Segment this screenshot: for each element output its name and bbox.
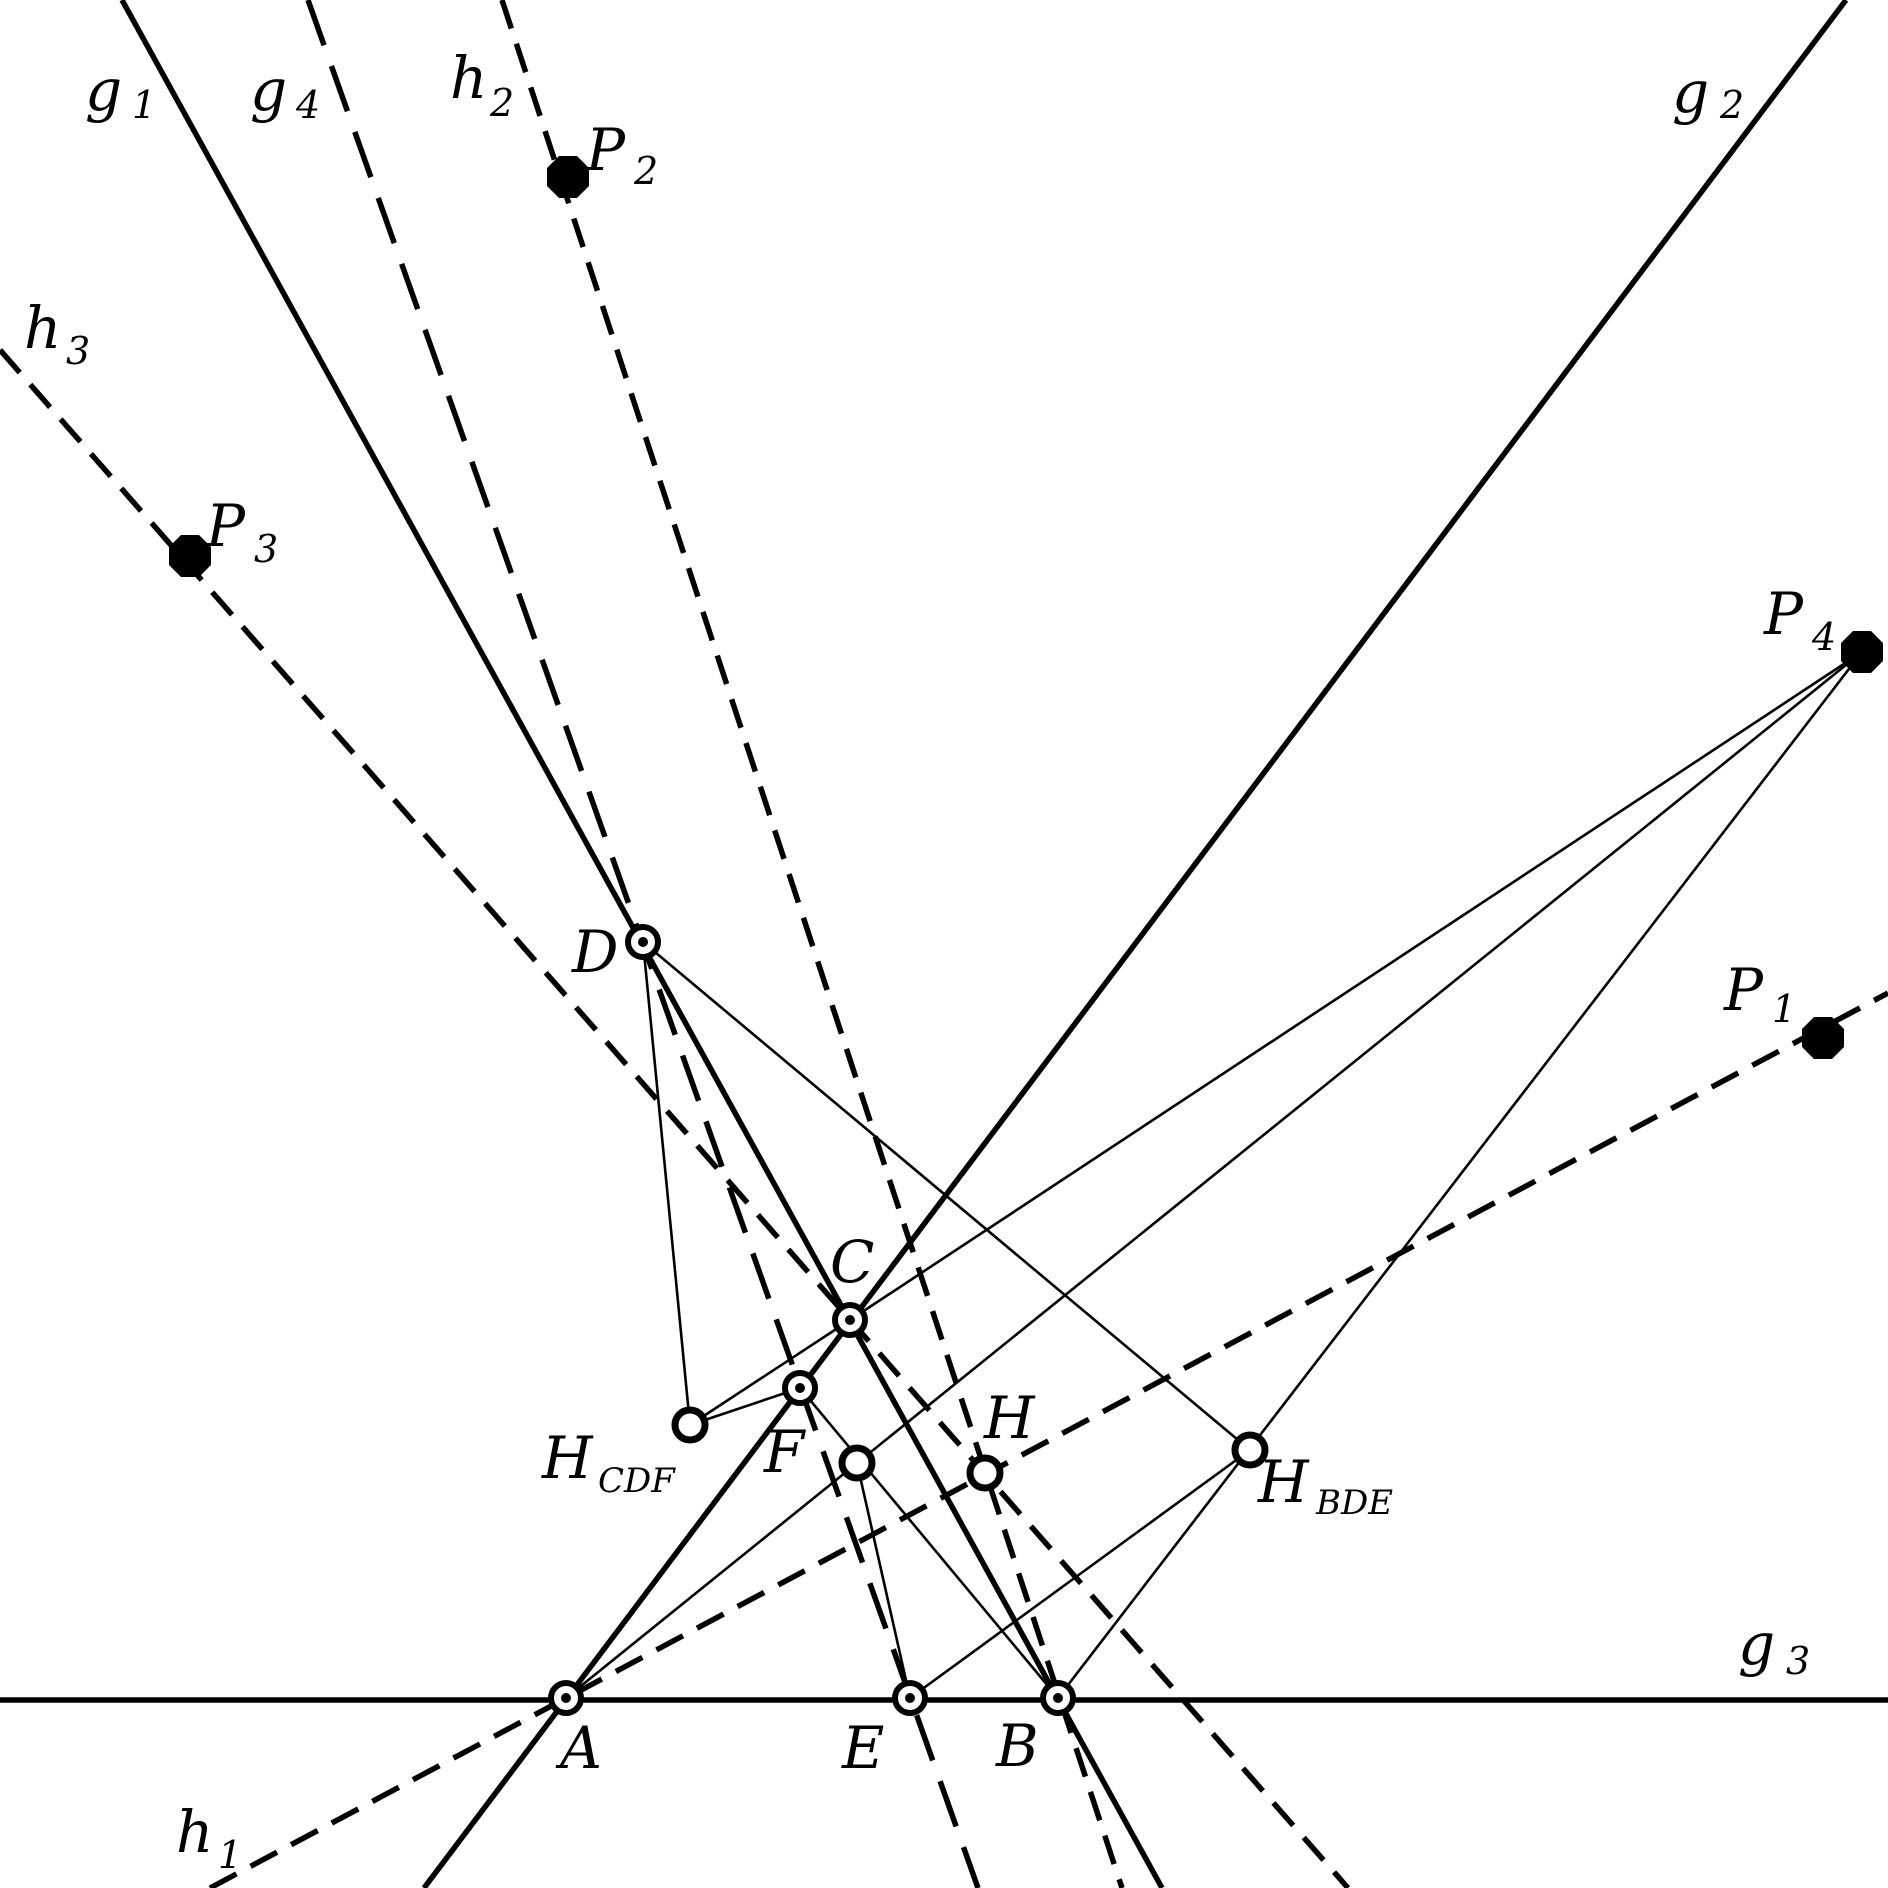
svg-text:g: g <box>85 56 122 124</box>
svg-text:h: h <box>24 294 61 362</box>
svg-text:2: 2 <box>633 149 658 193</box>
point-P3 <box>169 535 211 577</box>
segment-C-HCDF <box>689 1318 851 1427</box>
label-C: C <box>830 1228 874 1296</box>
segment-E-HBDE <box>909 1448 1251 1700</box>
svg-text:H: H <box>541 1424 594 1492</box>
segment-point-E <box>855 1462 912 1699</box>
svg-text:P: P <box>205 492 246 560</box>
label-h2: h 2 <box>450 44 514 125</box>
point-H-CDF <box>671 1406 709 1444</box>
line-h2 <box>499 0 1125 1888</box>
segment-HCDF-F <box>689 1386 801 1427</box>
segment-D-HBDE <box>642 941 1251 1451</box>
svg-text:4: 4 <box>295 83 320 127</box>
label-H-CDF: H CDF <box>541 1424 676 1501</box>
label-P2: P 2 <box>585 116 658 193</box>
svg-text:2: 2 <box>1719 83 1744 127</box>
svg-text:2: 2 <box>489 81 514 125</box>
label-B: B <box>995 1712 1039 1780</box>
point-P4 <box>1841 631 1883 673</box>
svg-text:1: 1 <box>218 1833 242 1877</box>
svg-text:3: 3 <box>254 527 278 571</box>
line-g2 <box>421 0 1849 1888</box>
label-P1: P 1 <box>1723 956 1796 1031</box>
segment-P4-B <box>1056 651 1864 1699</box>
label-H-BDE: H BDE <box>1257 1448 1393 1523</box>
svg-text:g: g <box>1738 1610 1775 1678</box>
line-h3 <box>0 348 1351 1888</box>
label-g2: g 2 <box>1672 58 1744 127</box>
svg-text:1: 1 <box>132 83 156 127</box>
svg-text:h: h <box>176 1798 213 1866</box>
label-g1: g 1 <box>85 56 156 127</box>
point-P1 <box>1802 1017 1844 1059</box>
svg-text:P: P <box>585 116 626 184</box>
svg-text:P: P <box>1723 956 1764 1024</box>
svg-text:1: 1 <box>1772 987 1796 1031</box>
svg-text:4: 4 <box>1811 615 1836 659</box>
label-P3: P 3 <box>205 492 278 571</box>
segment-F-B <box>799 1387 1059 1699</box>
svg-text:h: h <box>450 44 487 112</box>
point-H <box>966 1454 1004 1492</box>
label-h1: h 1 <box>176 1798 242 1877</box>
segment-P4-C <box>849 650 1863 1322</box>
svg-text:CDF: CDF <box>598 1461 676 1501</box>
label-g4: g 4 <box>250 56 320 127</box>
svg-text:BDE: BDE <box>1315 1483 1393 1523</box>
svg-text:g: g <box>1672 58 1709 126</box>
label-F: F <box>763 1418 806 1486</box>
segment-P4-A <box>565 650 1863 1700</box>
svg-text:H: H <box>1257 1448 1310 1516</box>
segment-D-HCDF <box>641 941 692 1426</box>
svg-text:3: 3 <box>1786 1639 1810 1683</box>
svg-text:g: g <box>250 56 287 124</box>
label-D: D <box>571 918 619 986</box>
label-H: H <box>983 1384 1036 1452</box>
label-A: A <box>555 1714 602 1782</box>
label-g3: g 3 <box>1738 1610 1810 1683</box>
point-H-unlabeled <box>838 1444 876 1482</box>
label-E: E <box>841 1714 884 1782</box>
label-h3: h 3 <box>24 294 90 373</box>
svg-text:P: P <box>1763 580 1804 648</box>
point-H-BDE <box>1231 1431 1269 1469</box>
point-P2 <box>547 156 589 198</box>
svg-text:3: 3 <box>66 329 90 373</box>
label-P4: P 4 <box>1763 580 1836 659</box>
line-h1 <box>208 990 1888 1888</box>
